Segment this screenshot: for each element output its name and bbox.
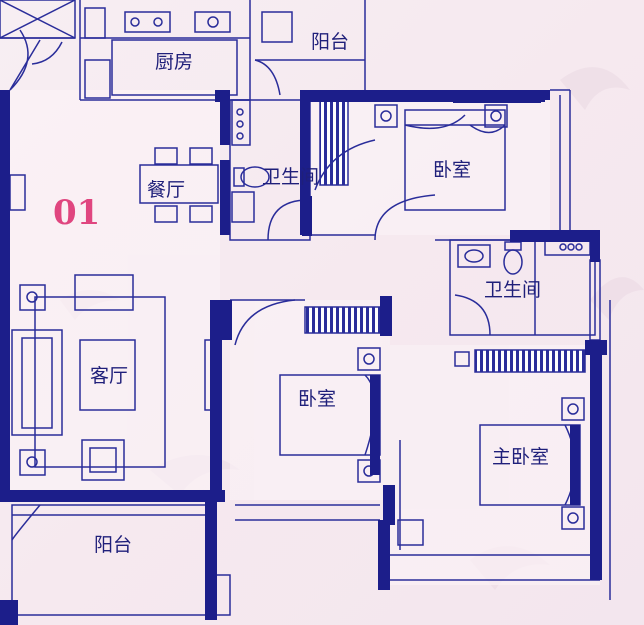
room-label-balcony-top: 阳台	[311, 31, 350, 53]
room-label-dining: 餐厅	[147, 179, 186, 201]
room-label-bath-top: 卫生间	[262, 166, 320, 188]
unit-number: 01	[53, 193, 101, 233]
room-label-master-bedroom: 主卧室	[492, 446, 550, 468]
room-label-bedroom-top: 卧室	[433, 159, 472, 181]
room-label-bedroom-mid: 卧室	[298, 388, 337, 410]
room-label-balcony-bottom: 阳台	[94, 534, 133, 556]
room-label-living: 客厅	[90, 365, 129, 387]
entry-door	[9, 29, 29, 91]
room-label-bath-right: 卫生间	[484, 279, 542, 301]
walls	[0, 90, 607, 625]
room-label-kitchen: 厨房	[155, 51, 194, 73]
